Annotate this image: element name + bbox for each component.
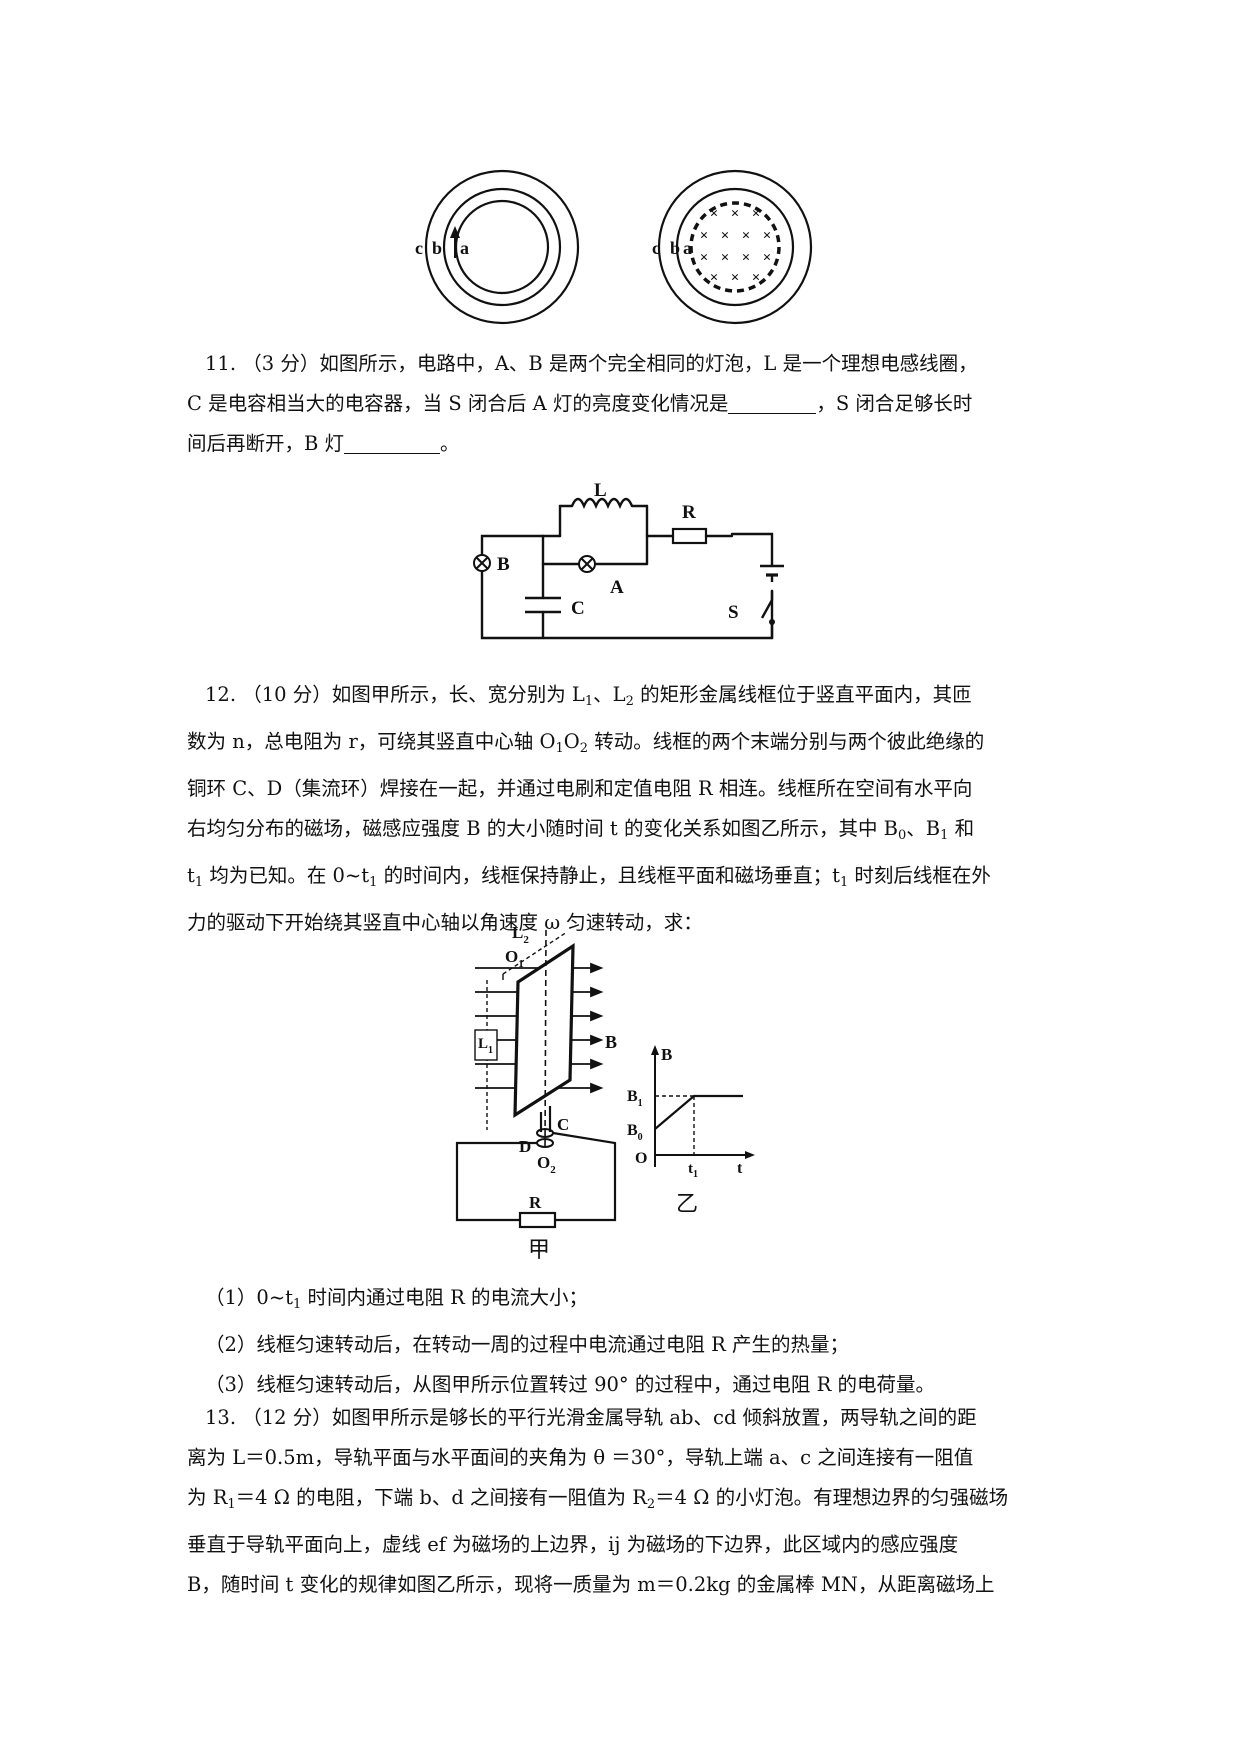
- rings-left: [424, 169, 580, 325]
- field-cross-mark: ×: [742, 228, 751, 244]
- field-cross-mark: ×: [700, 250, 709, 266]
- q12-part-2: （2）线框匀速转动后，在转动一周的过程中电流通过电阻 R 产生的热量；: [205, 1333, 849, 1356]
- label-t1: t1: [688, 1161, 698, 1180]
- label-D-ring: D: [519, 1137, 531, 1156]
- q11-line-3: 间后再断开，B 灯。: [187, 431, 460, 455]
- ring-label-c-left: c: [415, 238, 423, 258]
- coil-frame: [513, 942, 575, 1118]
- question-13: 13. （12 分）如图甲所示是够长的平行光滑金属导轨 ab、cd 倾斜放置，两…: [187, 1398, 1057, 1605]
- q12-line-5: t1 均为已知。在 0~t1 的时间内，线框保持静止，且线框平面和磁场垂直；t1…: [187, 864, 991, 890]
- label-S: S: [728, 602, 739, 623]
- caption-jia: 甲: [528, 1238, 551, 1263]
- field-cross-mark: ×: [731, 206, 740, 222]
- question-11: 11. （3 分）如图所示，电路中，A、B 是两个完全相同的灯泡，L 是一个理想…: [187, 344, 1057, 464]
- q12-line-2: 数为 n，总电阻为 r，可绕其竖直中心轴 O1O2 转动。线框的两个末端分别与两…: [187, 730, 985, 756]
- arrow-right-icon: [590, 1082, 604, 1094]
- question-12-parts: （1）0~t1 时间内通过电阻 R 的电流大小； （2）线框匀速转动后，在转动一…: [187, 1278, 1057, 1405]
- question-12: 12. （10 分）如图甲所示，长、宽分别为 L1、L2 的矩形金属线框位于竖直…: [187, 675, 1057, 943]
- field-crosses: ××××××××××××××: [700, 206, 772, 286]
- y-axis-arrow-icon: [651, 1045, 659, 1055]
- q12-line-1: 12. （10 分）如图甲所示，长、宽分别为 L1、L2 的矩形金属线框位于竖直…: [205, 683, 972, 709]
- rotation-axis: [544, 929, 547, 1151]
- q12-part-3: （3）线框匀速转动后，从图甲所示位置转过 90° 的过程中，通过电阻 R 的电荷…: [205, 1373, 935, 1396]
- circuit-figure: L R B A C S: [470, 480, 790, 648]
- field-cross-mark: ×: [700, 228, 709, 244]
- answer-blank-1[interactable]: [728, 391, 817, 414]
- q13-line-5: B，随时间 t 变化的规律如图乙所示，现将一质量为 m＝0.2kg 的金属棒 M…: [187, 1573, 995, 1596]
- ring-label-c-right: c: [652, 238, 660, 258]
- arrow-right-icon: [590, 1010, 604, 1022]
- rings-right: [657, 169, 813, 325]
- ring-label-a-right: a: [683, 238, 692, 258]
- q13-line-3: 为 R1＝4 Ω 的电阻，下端 b、d 之间接有一阻值为 R2＝4 Ω 的小灯泡…: [187, 1486, 1009, 1512]
- x-axis-arrow-icon: [745, 1151, 755, 1159]
- arrow-right-icon: [590, 1034, 604, 1046]
- field-cross-mark: ×: [721, 250, 730, 266]
- field-cross-mark: ×: [752, 206, 761, 222]
- caption-yi: 乙: [676, 1192, 699, 1217]
- axis-label-t: t: [737, 1160, 743, 1177]
- field-cross-mark: ×: [763, 250, 772, 266]
- lamp-b-icon: [473, 554, 491, 572]
- field-cross-mark: ×: [731, 270, 740, 286]
- resistor-symbol: [671, 527, 708, 545]
- field-cross-mark: ×: [763, 228, 772, 244]
- q13-line-4: 垂直于导轨平面向上，虚线 ef 为磁场的上边界，ij 为磁场的下边界，此区域内的…: [187, 1533, 959, 1556]
- label-C: C: [571, 598, 585, 619]
- label-R: R: [682, 502, 696, 523]
- label-B: B: [497, 554, 510, 575]
- label-A: A: [610, 577, 624, 598]
- label-O1: O1: [505, 947, 524, 970]
- frame-figure-jia: L2 O1 B L1 C D O2 R: [455, 923, 617, 1230]
- arrow-right-icon: [590, 1058, 604, 1070]
- label-L2: L2: [512, 923, 529, 946]
- axis-label-B: B: [661, 1045, 672, 1064]
- q13-line-2: 离为 L＝0.5m，导轨平面与水平面间的夹角为 θ ＝30°，导轨上端 a、c …: [187, 1446, 974, 1469]
- label-field-B: B: [605, 1032, 617, 1052]
- field-region-dashed: [689, 201, 781, 293]
- field-cross-mark: ×: [710, 270, 719, 286]
- field-cross-mark: ×: [752, 270, 761, 286]
- lamp-a-icon: [578, 555, 596, 573]
- resistor-R: [518, 1211, 557, 1229]
- ring-label-a-left: a: [460, 238, 469, 258]
- b-curve: [654, 1094, 743, 1130]
- field-cross-mark: ×: [742, 250, 751, 266]
- label-R-jia: R: [529, 1193, 542, 1212]
- label-B0: B0: [627, 1122, 643, 1143]
- field-cross-mark: ×: [710, 206, 719, 222]
- arrow-right-icon: [590, 962, 604, 974]
- label-O2: O2: [537, 1153, 556, 1176]
- label-C-ring: C: [557, 1115, 569, 1134]
- arrow-up-icon: [450, 226, 460, 238]
- switch-symbol: [760, 599, 774, 619]
- label-L: L: [594, 480, 607, 501]
- b-t-graph-yi: B B1 B0 O t1 t: [625, 1045, 765, 1180]
- arrow-right-icon: [590, 986, 604, 998]
- q12-line-6: 力的驱动下开始绕其竖直中心轴以角速度 ω 匀速转动，求：: [187, 911, 703, 934]
- label-L1: L1: [478, 1036, 493, 1056]
- q11-line-1: 11. （3 分）如图所示，电路中，A、B 是两个完全相同的灯泡，L 是一个理想…: [205, 352, 978, 375]
- label-origin-O: O: [635, 1150, 647, 1167]
- q11-line-2: C 是电容相当大的电容器，当 S 闭合后 A 灯的亮度变化情况是，S 闭合足够长…: [187, 391, 973, 415]
- q12-line-3: 铜环 C、D（集流环）焊接在一起，并通过电刷和定值电阻 R 相连。线框所在空间有…: [187, 777, 973, 800]
- ring-label-b-left: b: [432, 238, 442, 258]
- field-cross-mark: ×: [721, 228, 730, 244]
- rings-figure: c b a ×××××××××××××× c b a: [415, 168, 820, 328]
- q12-part-1: （1）0~t1 时间内通过电阻 R 的电流大小；: [205, 1286, 589, 1312]
- answer-blank-2[interactable]: [344, 431, 441, 454]
- inductor-coil: [570, 497, 634, 510]
- label-B1: B1: [627, 1088, 643, 1109]
- q12-line-4: 右均匀分布的磁场，磁感应强度 B 的大小随时间 t 的变化关系如图乙所示，其中 …: [187, 817, 975, 843]
- q13-line-1: 13. （12 分）如图甲所示是够长的平行光滑金属导轨 ab、cd 倾斜放置，两…: [205, 1406, 977, 1429]
- ring-label-b-right: b: [670, 238, 680, 258]
